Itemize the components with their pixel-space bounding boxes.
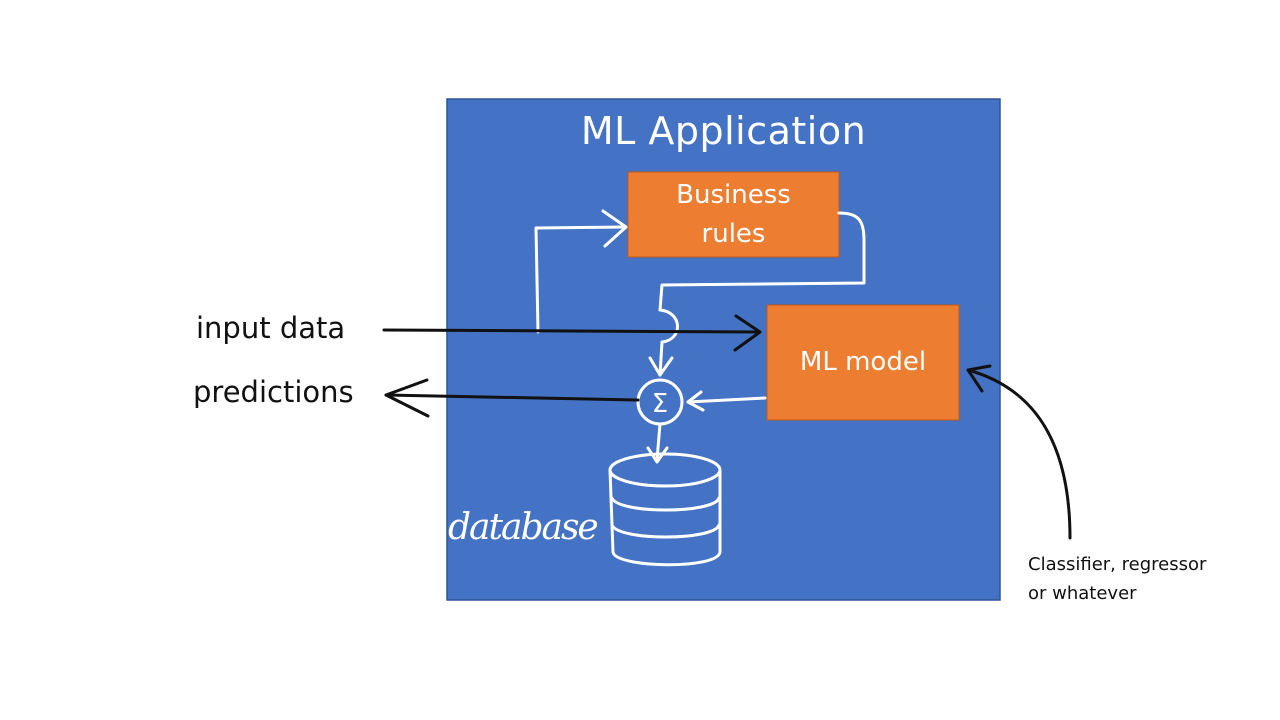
business-rules-label-line1: Business [676, 179, 791, 210]
input-to-rules-connector [534, 225, 627, 334]
input-data-arrowhead [733, 314, 762, 352]
input-data-label: input data [196, 311, 346, 345]
input-data-arrow [382, 328, 761, 334]
model-to-aggregator-connector [686, 396, 767, 404]
predictions-label: predictions [193, 375, 354, 409]
predictions-arrow [384, 393, 640, 402]
predictions-arrowhead [384, 378, 430, 418]
annotation-pointer [966, 368, 1072, 540]
model-to-aggregator-arrowhead [686, 390, 705, 412]
annotation-pointer-arrowhead [966, 364, 992, 393]
ml-model-label-text: ML model [799, 347, 927, 377]
ml-model-label: ML model [767, 305, 959, 420]
model-annotation-line2: or whatever [1028, 582, 1137, 604]
model-annotation-line1: Classifier, regressor [1028, 554, 1207, 575]
rules-to-aggregator-arrowhead [648, 356, 674, 377]
input-to-rules-arrowhead [601, 209, 628, 248]
aggregator-symbol: Σ [652, 389, 668, 419]
database-label: database [448, 507, 599, 548]
rules-to-aggregator-connector [658, 211, 866, 377]
business-rules-box [627, 171, 840, 258]
database-icon [608, 452, 722, 567]
business-rules-label: Business rules [628, 172, 839, 257]
app-title: ML Application [580, 109, 867, 153]
model-annotation: Classifier, regressor or whatever [1028, 551, 1258, 609]
ml-model-box [766, 304, 960, 421]
business-rules-label-line2: rules [701, 218, 766, 249]
